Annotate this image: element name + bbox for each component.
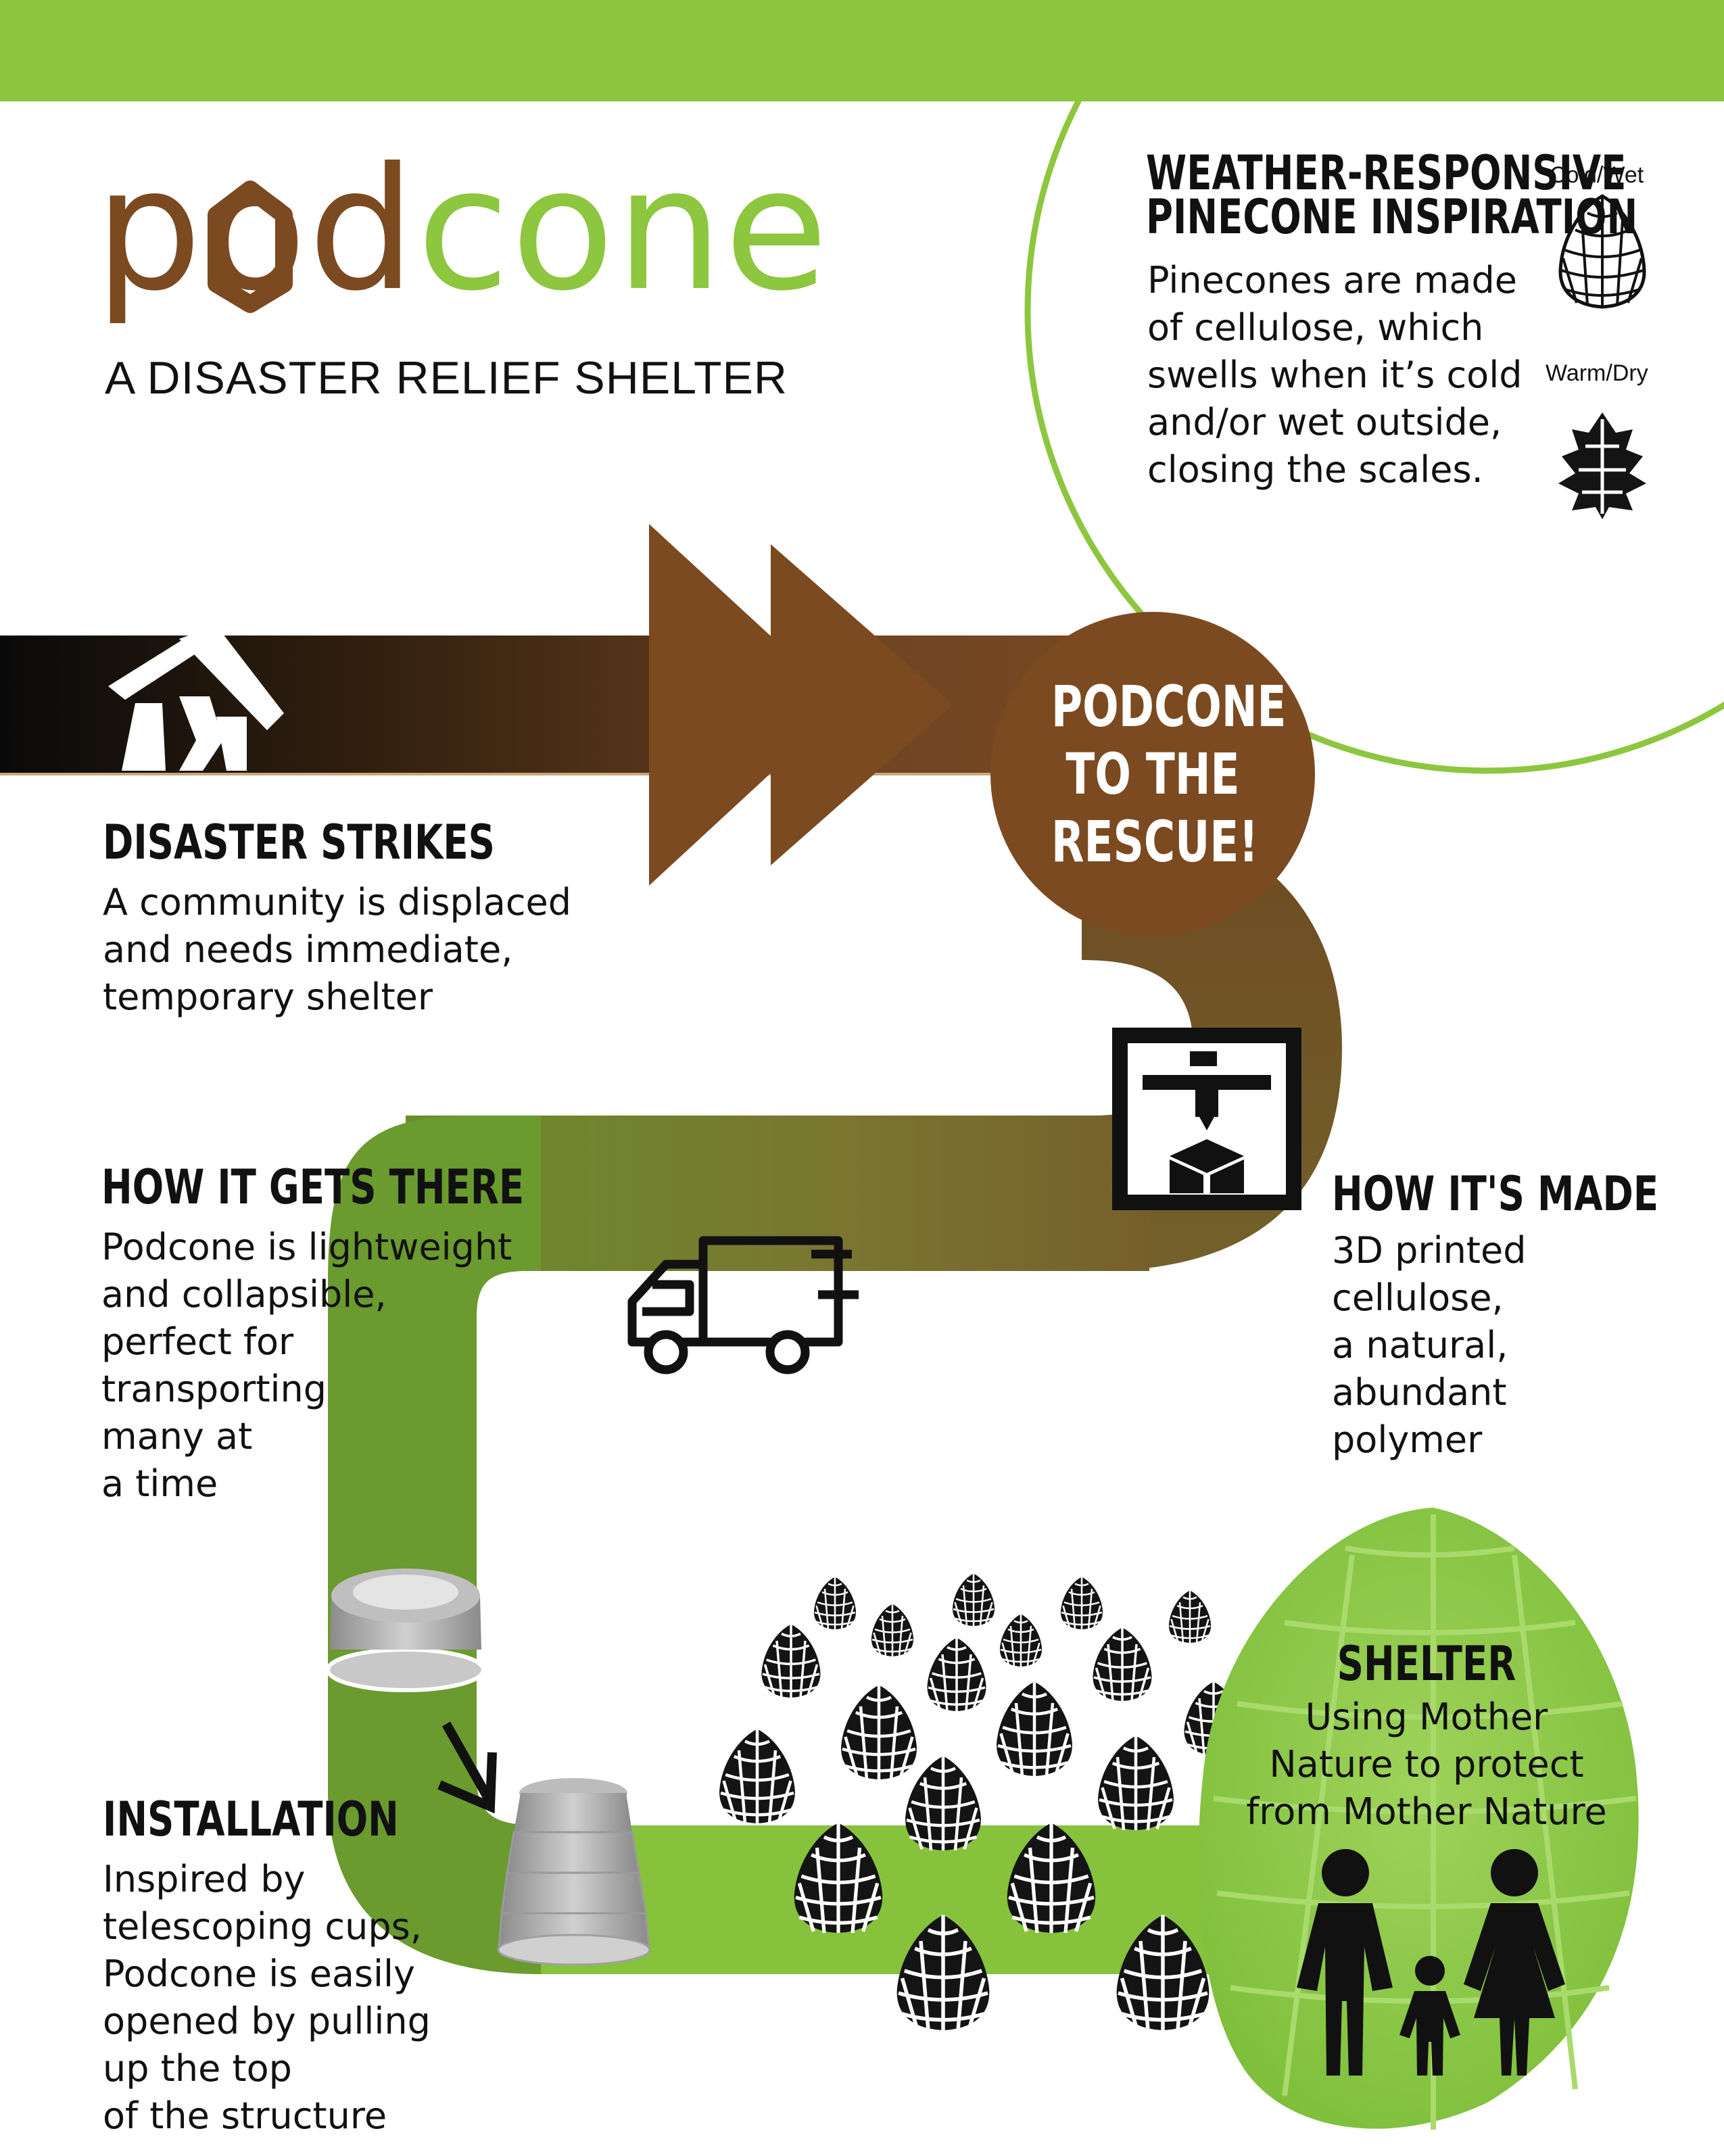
delivery-truck-icon — [627, 1236, 859, 1374]
logo: podcone — [95, 145, 830, 314]
disaster-line: and needs immediate, — [103, 928, 513, 971]
arrow-head-2 — [771, 544, 953, 865]
rescue-line: RESCUE! — [1051, 809, 1259, 875]
shelter-line: Nature to protect — [1269, 1743, 1584, 1786]
transport-line: transporting — [101, 1368, 327, 1410]
transport-line: and collapsible, — [101, 1273, 387, 1316]
rescue-badge-circle — [990, 612, 1315, 936]
inspiration-circle — [1024, 0, 1724, 774]
rescue-line: TO THE — [1065, 741, 1240, 807]
shelter-line: from Mother Nature — [1246, 1790, 1607, 1833]
installation-title: INSTALLATION — [103, 1792, 399, 1847]
installation-line: opened by pulling — [103, 2000, 431, 2042]
inspiration-line: closing the scales. — [1147, 448, 1483, 491]
disaster-body: A community is displaced and needs immed… — [103, 879, 571, 1021]
cold-wet-label: Cold/Wet — [1550, 162, 1644, 188]
logo-part-pod: pod — [95, 131, 417, 328]
family-icon — [1297, 1849, 1565, 2076]
pinecone-icon-warm — [1558, 412, 1646, 519]
top-banner — [0, 0, 1724, 101]
made-body: 3D printed cellulose, a natural, abundan… — [1332, 1227, 1526, 1464]
inspiration-line: swells when it’s cold — [1147, 354, 1523, 396]
transport-line: many at — [101, 1415, 253, 1458]
installation-line: telescoping cups, — [103, 1905, 422, 1948]
inspiration-line: of cellulose, which — [1147, 306, 1484, 349]
warm-dry-label: Warm/Dry — [1546, 360, 1648, 386]
path-lower-bend — [328, 1116, 575, 1974]
installation-line: Podcone is easily — [103, 1953, 416, 1995]
made-line: abundant — [1332, 1371, 1507, 1414]
3d-printer-icon — [1112, 1028, 1301, 1210]
collapsed-house-icon — [108, 625, 284, 771]
installation-body: Inspired by telescoping cups, Podcone is… — [103, 1856, 431, 2140]
arrow-head-1 — [649, 524, 845, 886]
installation-line: of the structure — [103, 2094, 387, 2137]
disaster-line: A community is displaced — [103, 881, 572, 924]
opened-cup-image — [497, 1778, 651, 1966]
logo-part-cone: cone — [416, 131, 830, 328]
tagline: A DISASTER RELIEF SHELTER — [105, 352, 788, 404]
transport-line: Podcone is lightweight — [101, 1226, 512, 1268]
rescue-badge-text: PODCONE TO THE RESCUE! — [1051, 673, 1287, 876]
rescue-line: PODCONE — [1051, 673, 1287, 740]
transport-line: perfect for — [101, 1320, 294, 1363]
inspiration-title-line1: WEATHER-RESPONSIVE — [1146, 145, 1627, 201]
installation-line: up the top — [103, 2047, 292, 2090]
shelter-line: Using Mother — [1305, 1696, 1548, 1738]
shelter-title: SHELTER — [1337, 1636, 1516, 1692]
made-line: a natural, — [1332, 1324, 1508, 1366]
made-line: 3D printed — [1332, 1229, 1527, 1272]
disaster-title: DISASTER STRIKES — [103, 815, 496, 870]
collapsed-cup-image — [326, 1568, 485, 1692]
made-line: polymer — [1332, 1418, 1483, 1461]
logo-cone-glyph — [208, 181, 293, 313]
transport-title: HOW IT GETS THERE — [101, 1159, 525, 1215]
installation-line: Inspired by — [103, 1858, 306, 1900]
transport-line: a time — [101, 1462, 218, 1505]
inspiration-line: and/or wet outside, — [1147, 401, 1502, 444]
shelter-body: Using Mother Nature to protect from Moth… — [1224, 1694, 1629, 1836]
made-line: cellulose, — [1332, 1276, 1504, 1319]
transport-body: Podcone is lightweight and collapsible, … — [101, 1224, 512, 1508]
inspiration-line: Pinecones are made — [1147, 259, 1517, 302]
made-title: HOW IT'S MADE — [1332, 1166, 1659, 1222]
arrow-down-right-icon — [437, 1721, 497, 1814]
inspiration-body: Pinecones are made of cellulose, which s… — [1147, 257, 1522, 494]
disaster-line: temporary shelter — [103, 976, 433, 1018]
inspiration-title-line2: PINECONE INSPIRATION — [1146, 189, 1638, 245]
